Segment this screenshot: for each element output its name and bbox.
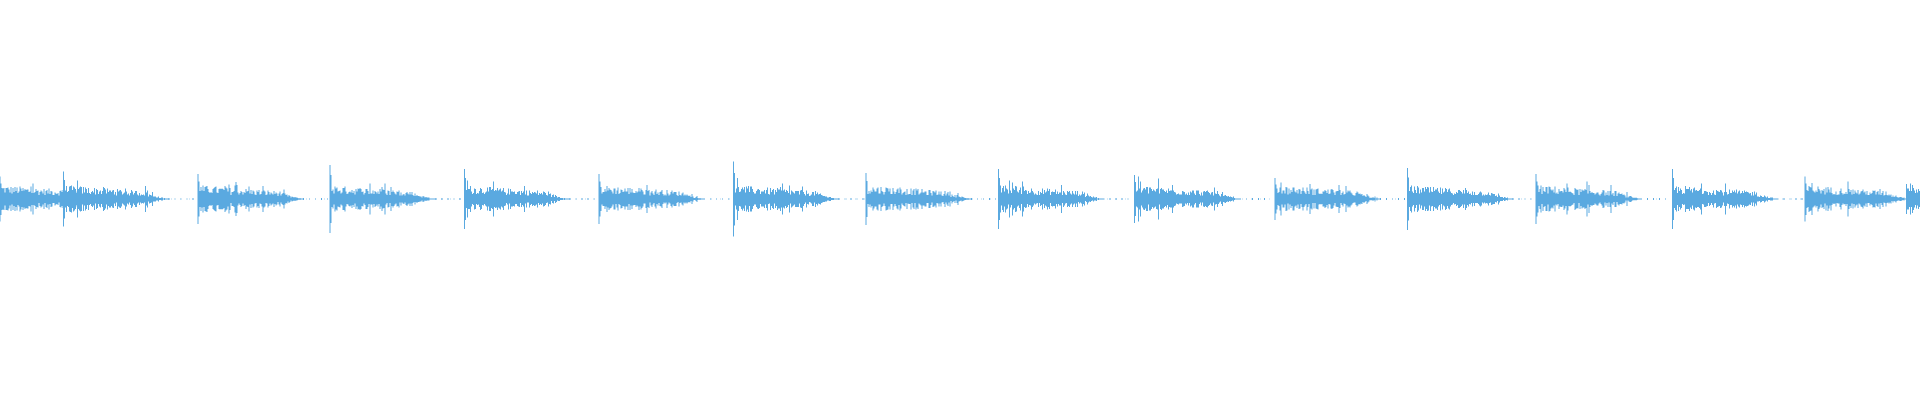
waveform-peak-path	[0, 161, 1920, 237]
waveform-peaks	[0, 161, 1920, 237]
